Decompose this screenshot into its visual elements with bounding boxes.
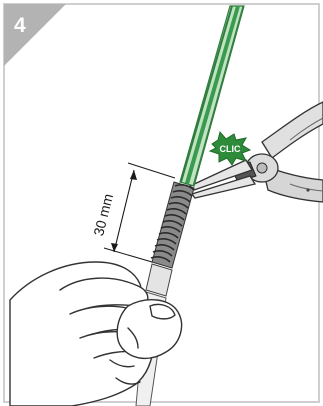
dimension-label: 30 mm — [90, 192, 116, 237]
step-badge: 4 — [4, 4, 66, 66]
clic-label: CLIC — [220, 144, 241, 154]
clic-callout: CLIC — [210, 132, 250, 165]
step-number: 4 — [14, 14, 26, 37]
